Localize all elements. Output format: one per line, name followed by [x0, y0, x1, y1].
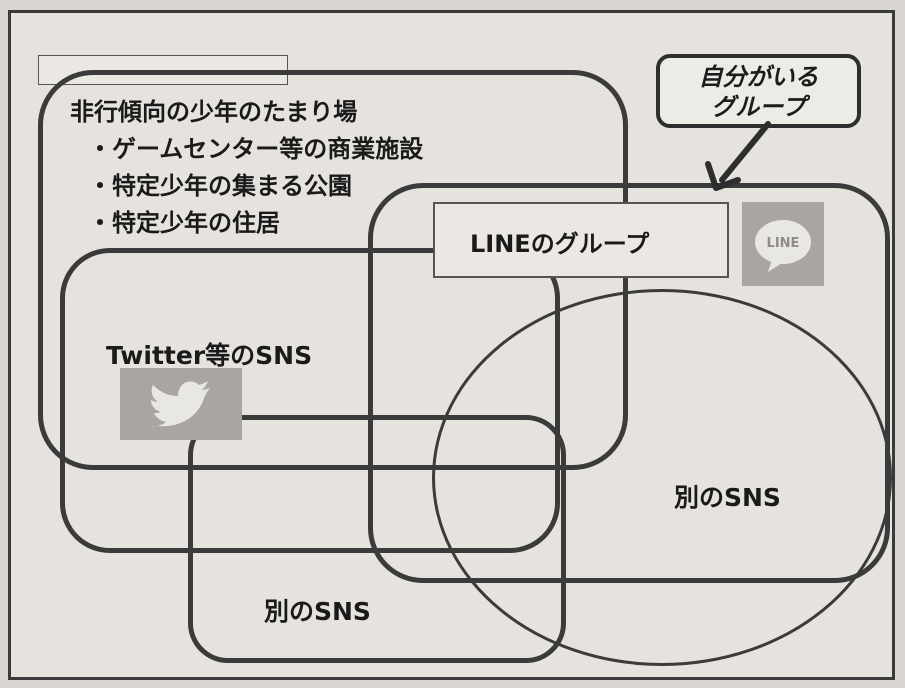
hangout-bullet: ・ゲームセンター等の商業施設: [88, 135, 424, 163]
callout-line: 自分がいる: [698, 63, 819, 91]
other-sns-label: 別のSNS: [674, 483, 781, 512]
callout-text: 自分がいる グループ: [660, 62, 857, 122]
twitter-bird-icon: [120, 368, 242, 440]
hangout-bullet: ・特定少年の集まる公園: [88, 172, 352, 200]
other-sns-label: 別のSNS: [264, 597, 371, 626]
other-sns-region-ellipse: [432, 289, 892, 666]
line-group-label-box: [433, 202, 729, 278]
callout-line: グループ: [711, 93, 806, 121]
hangout-title: 非行傾向の少年のたまり場: [70, 98, 358, 126]
line-group-label: LINEのグループ: [470, 230, 650, 258]
hangout-bullet: ・特定少年の住居: [88, 209, 280, 237]
line-logo-icon: LINE: [742, 202, 824, 286]
twitter-sns-label: Twitter等のSNS: [106, 341, 313, 370]
callout-arrow: [705, 121, 771, 191]
callout-box: 自分がいる グループ: [656, 54, 861, 128]
line-icon-text: LINE: [767, 236, 800, 251]
